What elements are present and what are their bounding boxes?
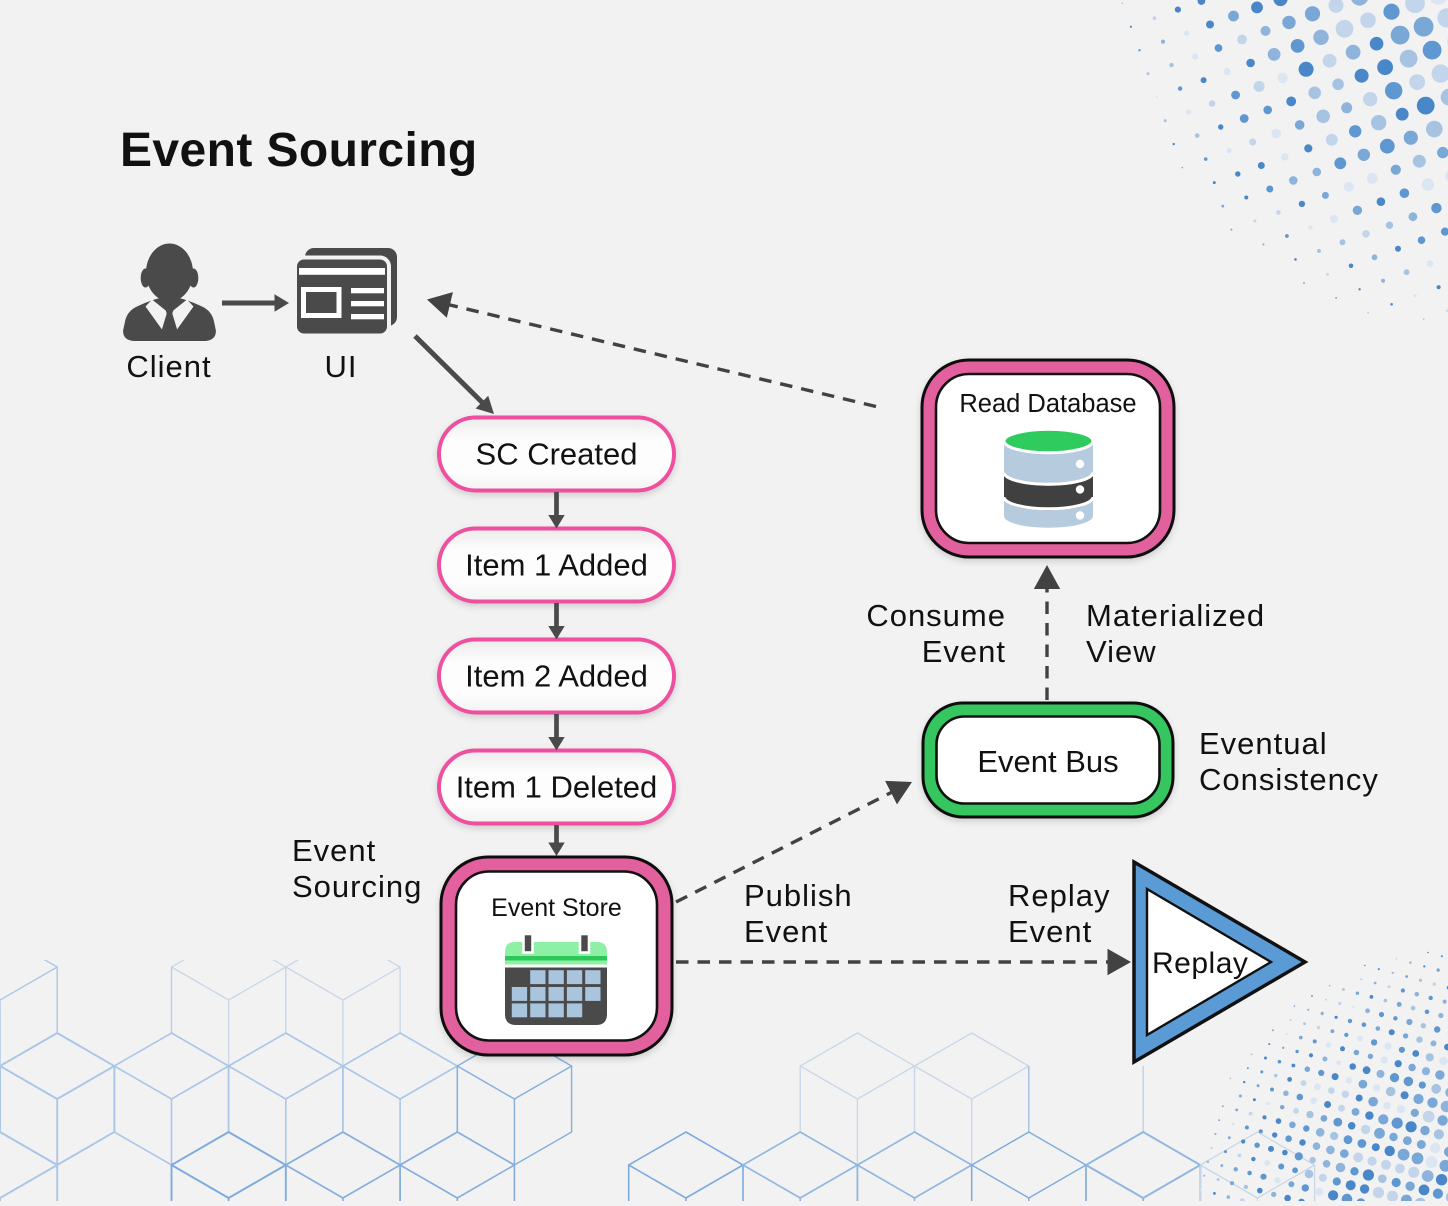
svg-text:Event: Event — [1008, 914, 1092, 949]
svg-text:Item 2 Added: Item 2 Added — [465, 659, 648, 694]
svg-text:View: View — [1086, 634, 1157, 669]
svg-text:Event: Event — [744, 914, 828, 949]
svg-text:Event: Event — [922, 634, 1006, 669]
svg-text:Item 1 Added: Item 1 Added — [465, 548, 648, 583]
svg-text:Event Bus: Event Bus — [977, 744, 1118, 779]
svg-text:Read Database: Read Database — [959, 390, 1136, 418]
svg-text:Item 1 Deleted: Item 1 Deleted — [456, 770, 658, 805]
svg-text:Publish: Publish — [744, 878, 853, 913]
svg-text:Replay: Replay — [1008, 878, 1111, 913]
svg-text:Consistency: Consistency — [1199, 762, 1379, 797]
svg-text:Event: Event — [292, 833, 376, 868]
svg-text:Event Sourcing: Event Sourcing — [120, 124, 478, 177]
svg-text:Eventual: Eventual — [1199, 726, 1328, 761]
svg-text:UI: UI — [325, 349, 358, 384]
svg-text:Consume: Consume — [866, 598, 1006, 633]
svg-text:Event Store: Event Store — [491, 894, 622, 922]
svg-text:SC Created: SC Created — [476, 437, 638, 472]
svg-text:Replay: Replay — [1152, 947, 1248, 980]
svg-text:Client: Client — [126, 349, 211, 384]
svg-text:Materialized: Materialized — [1086, 598, 1265, 633]
svg-text:Sourcing: Sourcing — [292, 869, 422, 904]
